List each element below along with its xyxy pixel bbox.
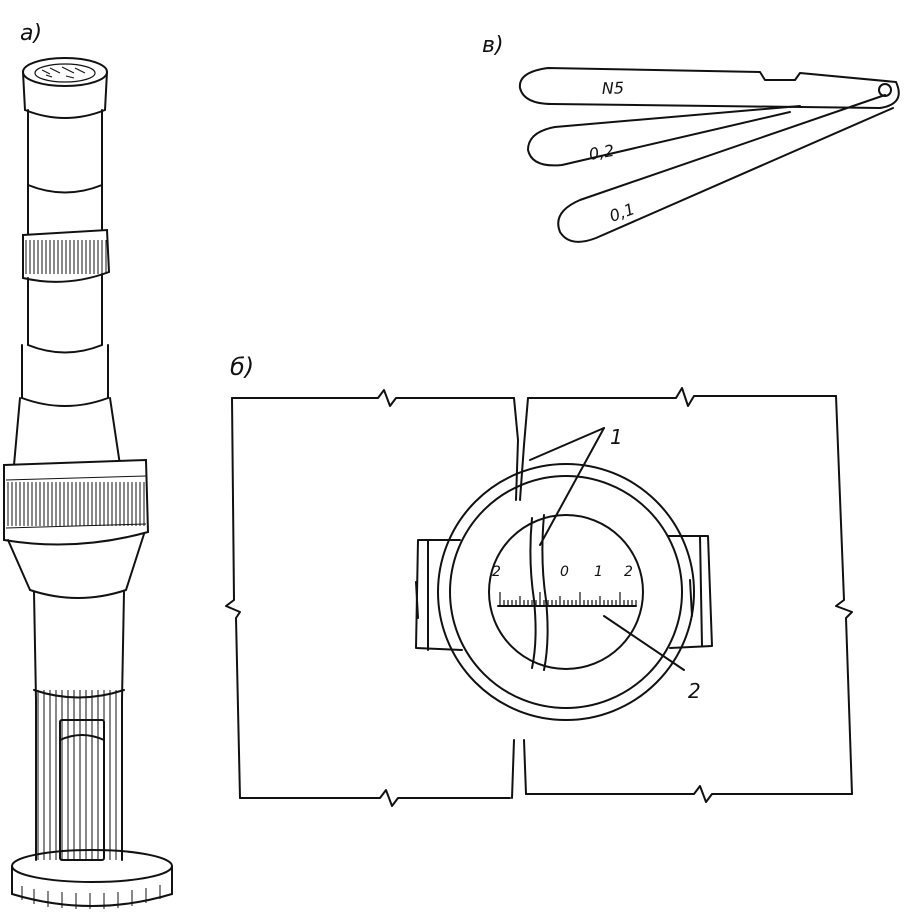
feeler-gauge: N5 0,2 0,1 [518,67,900,243]
callout-1-label: 1 [610,425,623,449]
panel-label-v: в) [482,33,504,58]
scale-tick-label-1: 1 [594,564,603,580]
blade-label-0-2: 0,2 [587,141,615,164]
scale-tick-label-0: 0 [560,564,569,580]
knurl-edge [5,475,147,481]
crack-measurement-view: 2 0 1 2 1 2 [225,387,853,807]
scale-tick-label-left-2: 2 [492,564,501,580]
blade-label-n5: N5 [601,78,624,98]
panel-label-b: б) [230,353,254,381]
scale-tick-label-right-2: 2 [624,564,633,580]
callout-2-label: 2 [688,679,701,703]
panel-label-a: a) [20,21,42,46]
measuring-magnifier [3,57,173,909]
knurl-edge [5,523,147,529]
